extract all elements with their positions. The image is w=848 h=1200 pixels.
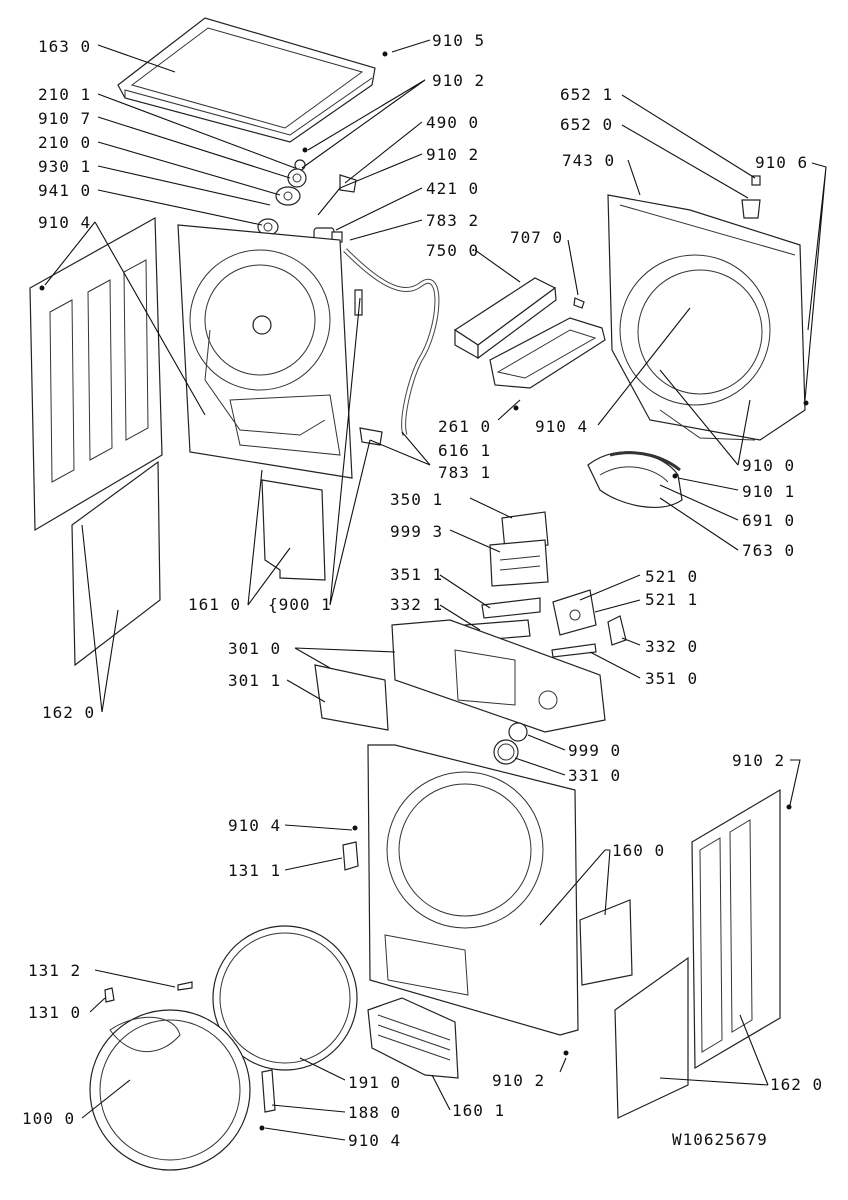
label-707-0: 707 0 bbox=[510, 228, 563, 247]
screw-markers bbox=[39, 51, 809, 1131]
label-652-1: 652 1 bbox=[560, 85, 613, 104]
label-783-1: 783 1 bbox=[438, 463, 491, 482]
label-910-5: 910 5 bbox=[432, 31, 485, 50]
label-900-1: {900 1 bbox=[268, 595, 332, 614]
part-top-lid bbox=[117, 17, 376, 143]
label-210-0: 210 0 bbox=[38, 133, 91, 152]
label-783-2: 783 2 bbox=[426, 211, 479, 230]
label-351-0: 351 0 bbox=[645, 669, 698, 688]
label-191-0: 191 0 bbox=[348, 1073, 401, 1092]
label-910-1: 910 1 bbox=[742, 482, 795, 501]
part-shield-plate bbox=[261, 479, 326, 581]
drawing-number: W10625679 bbox=[672, 1130, 768, 1149]
label-910-2-right: 910 2 bbox=[732, 751, 785, 770]
label-421-0: 421 0 bbox=[426, 179, 479, 198]
part-container-housing bbox=[489, 317, 606, 389]
label-910-4-bottom: 910 4 bbox=[348, 1131, 401, 1150]
part-button-strip-351-1 bbox=[481, 597, 541, 619]
label-691-0: 691 0 bbox=[742, 511, 795, 530]
label-100-0: 100 0 bbox=[22, 1109, 75, 1128]
label-763-0: 763 0 bbox=[742, 541, 795, 560]
part-front-frame bbox=[607, 194, 806, 441]
label-332-0: 332 0 bbox=[645, 637, 698, 656]
label-490-0: 490 0 bbox=[426, 113, 479, 132]
part-knob bbox=[493, 722, 528, 765]
part-panel-160-0 bbox=[579, 899, 633, 986]
label-941-0: 941 0 bbox=[38, 181, 91, 200]
part-detergent-drawer bbox=[314, 664, 389, 731]
label-261-0: 261 0 bbox=[438, 417, 491, 436]
label-131-2: 131 2 bbox=[28, 961, 81, 980]
label-910-4-mid: 616 1 bbox=[438, 441, 491, 460]
label-910-2-mid: 910 2 bbox=[426, 145, 479, 164]
label-999-3: 999 3 bbox=[390, 522, 443, 541]
part-hose bbox=[343, 248, 440, 436]
part-door-seal bbox=[212, 925, 358, 1071]
label-930-1: 930 1 bbox=[38, 157, 91, 176]
part-small-clip-707 bbox=[573, 297, 585, 309]
label-162-0-left: 162 0 bbox=[42, 703, 95, 722]
label-331-0: 331 0 bbox=[568, 766, 621, 785]
label-910-6: 910 6 bbox=[755, 153, 808, 172]
part-front-cabinet bbox=[367, 744, 579, 1036]
label-131-0: 131 0 bbox=[28, 1003, 81, 1022]
part-clips bbox=[354, 289, 383, 446]
part-control-panel bbox=[391, 619, 606, 733]
part-332-0 bbox=[607, 615, 627, 646]
part-cabinet-back bbox=[177, 224, 353, 479]
part-hinge-fittings bbox=[257, 159, 307, 236]
label-301-1: 301 1 bbox=[228, 671, 281, 690]
label-160-1: 160 1 bbox=[452, 1101, 505, 1120]
part-side-panel-left bbox=[71, 460, 161, 667]
label-743-0: 743 0 bbox=[562, 151, 615, 170]
label-910-2-top: 910 2 bbox=[432, 71, 485, 90]
label-999-0: 999 0 bbox=[568, 741, 621, 760]
label-160-0: 160 0 bbox=[612, 841, 665, 860]
label-350-1: 350 1 bbox=[390, 490, 443, 509]
label-131-1: 131 1 bbox=[228, 861, 281, 880]
part-seal-691 bbox=[609, 451, 681, 472]
part-rear-panel bbox=[29, 216, 163, 532]
label-910-7: 910 7 bbox=[38, 109, 91, 128]
label-301-0: 301 0 bbox=[228, 639, 281, 658]
part-water-container bbox=[453, 277, 557, 360]
label-188-0: 188 0 bbox=[348, 1103, 401, 1122]
leader-lines bbox=[44, 39, 827, 1141]
part-sensor bbox=[317, 174, 357, 216]
part-side-panel-right bbox=[691, 788, 781, 1070]
label-910-4-lower: 910 4 bbox=[228, 816, 281, 835]
part-grille bbox=[367, 997, 459, 1079]
label-910-4-top: 910 4 bbox=[38, 213, 91, 232]
callout-labels: 163 0 910 5 210 1 910 2 910 7 490 0 210 … bbox=[22, 31, 823, 1150]
part-electronics bbox=[489, 539, 549, 587]
part-panel-162-0-right bbox=[614, 956, 689, 1119]
part-lint-filter bbox=[587, 451, 683, 508]
label-652-0: 652 0 bbox=[560, 115, 613, 134]
part-button-strip-351-0 bbox=[551, 643, 597, 658]
part-valve-652 bbox=[741, 175, 761, 219]
part-module-521 bbox=[552, 589, 597, 636]
label-750-0: 750 0 bbox=[426, 241, 479, 260]
label-163-0: 163 0 bbox=[38, 37, 91, 56]
label-161-0: 161 0 bbox=[188, 595, 241, 614]
part-latch bbox=[104, 841, 359, 1003]
part-door bbox=[89, 1009, 251, 1171]
label-521-0: 521 0 bbox=[645, 567, 698, 586]
label-910-2-bottom: 910 2 bbox=[492, 1071, 545, 1090]
label-521-1: 521 1 bbox=[645, 590, 698, 609]
label-616-1: 910 4 bbox=[535, 417, 588, 436]
label-210-1: 210 1 bbox=[38, 85, 91, 104]
label-332-1: 332 1 bbox=[390, 595, 443, 614]
part-hinge bbox=[261, 1069, 276, 1113]
label-351-1: 351 1 bbox=[390, 565, 443, 584]
label-910-0: 910 0 bbox=[742, 456, 795, 475]
label-162-0-right: 162 0 bbox=[770, 1075, 823, 1094]
